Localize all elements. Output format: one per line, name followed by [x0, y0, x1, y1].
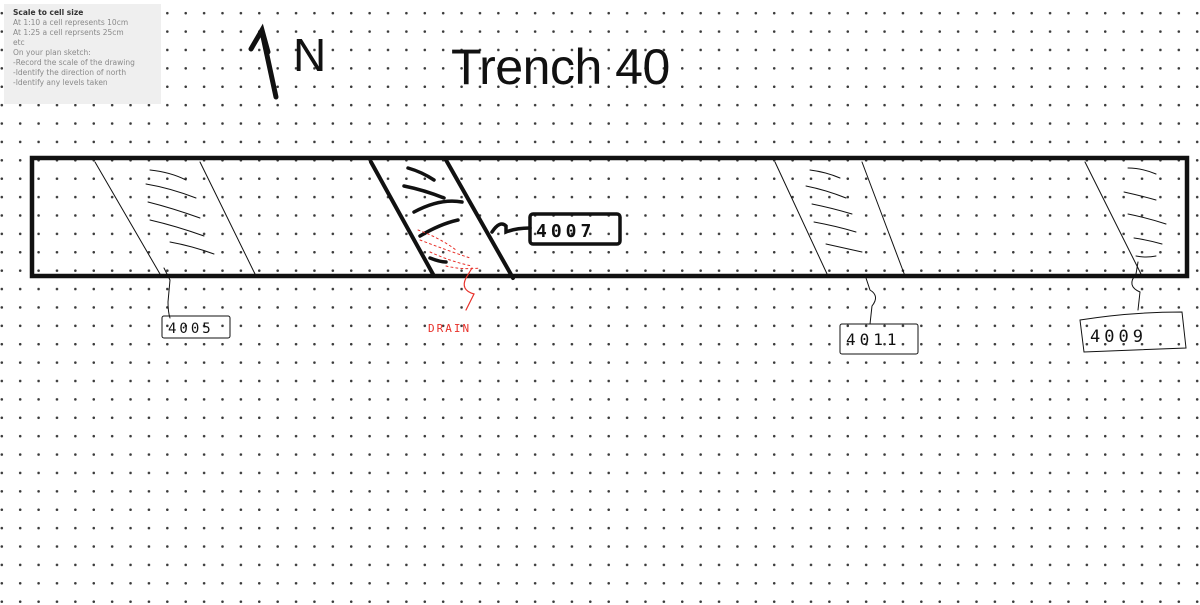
context-4007-box — [528, 212, 622, 246]
trench-outline[interactable] — [29, 155, 1190, 279]
note-line: On your plan sketch: — [13, 48, 91, 57]
north-label[interactable]: N — [293, 29, 327, 81]
trench-title[interactable]: Trench 40 — [451, 39, 670, 95]
context-4009-leader — [1131, 261, 1141, 311]
context-4007-leader — [490, 222, 532, 235]
note-line: At 1:10 a cell represents 10cm — [13, 18, 129, 27]
note-line: -Record the scale of the drawing — [13, 58, 135, 67]
context-4005-box — [161, 315, 231, 339]
feature-4009-cut[interactable] — [1084, 161, 1167, 277]
context-4011-leader — [865, 277, 876, 325]
context-4011-box — [839, 323, 919, 355]
context-label-4009[interactable]: 4009 — [1090, 327, 1147, 347]
context-label-4005[interactable]: 4005 — [168, 321, 214, 337]
note-line: -Identify the direction of north — [13, 68, 127, 77]
note-line: etc — [13, 38, 25, 47]
drain-label[interactable]: DRAIN — [428, 322, 471, 335]
instruction-note[interactable]: Scale to cell size At 1:10 a cell repres… — [4, 4, 161, 104]
context-label-4011[interactable]: 4011 — [846, 330, 901, 349]
drain-marks[interactable] — [417, 229, 481, 270]
feature-4005-cut[interactable] — [94, 161, 257, 277]
drain-leader — [463, 267, 475, 311]
feature-4007-cut[interactable] — [369, 158, 515, 280]
north-arrow-icon[interactable] — [248, 23, 279, 100]
feature-4011-cut[interactable] — [774, 161, 906, 277]
context-4009-box — [1079, 311, 1187, 353]
note-line: -Identify any levels taken — [13, 78, 108, 87]
context-label-4007[interactable]: 4007 — [536, 221, 595, 242]
note-title: Scale to cell size — [13, 8, 84, 17]
note-line: At 1:25 a cell reprsents 25cm — [13, 28, 124, 37]
